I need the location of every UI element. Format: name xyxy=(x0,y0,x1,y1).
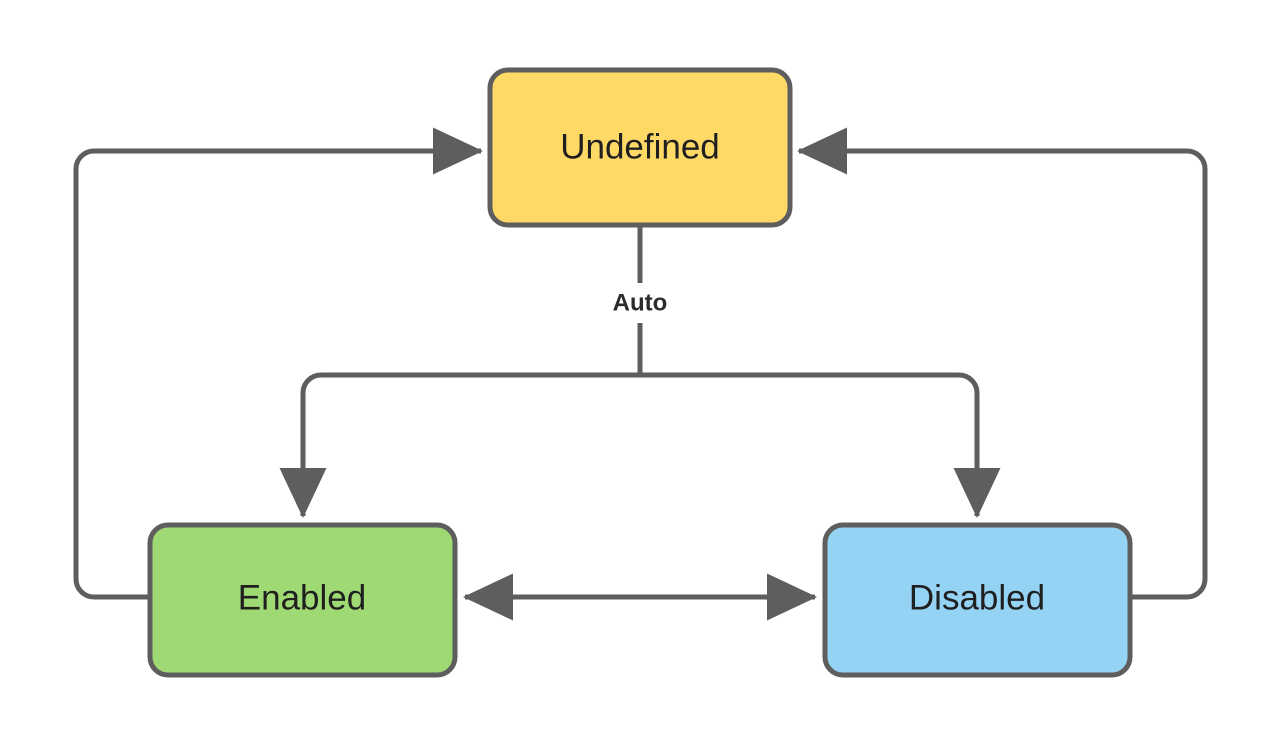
state-node-undefined[interactable]: Undefined xyxy=(487,67,793,228)
auto-fork-branch-disabled xyxy=(640,372,1001,518)
state-undefined-label: Undefined xyxy=(560,127,720,166)
state-disabled-box xyxy=(822,522,1133,678)
auto-fork-branch-enabled xyxy=(279,372,640,518)
state-node-disabled[interactable]: Disabled xyxy=(822,522,1133,678)
auto-label-text: Auto xyxy=(613,289,668,316)
state-disabled-label: Disabled xyxy=(909,578,1045,617)
state-enabled-box xyxy=(147,522,458,678)
transition-auto-fork[interactable] xyxy=(279,225,1001,518)
auto-label-backdrop xyxy=(598,283,682,323)
enabled-undefined-path xyxy=(73,127,483,600)
disabled-undefined-path xyxy=(797,127,1208,600)
transition-label-auto: Auto xyxy=(598,283,682,323)
states-layer: Undefined Enabled Disabled xyxy=(147,67,1133,678)
state-node-enabled[interactable]: Enabled xyxy=(147,522,458,678)
transition-disabled-undefined[interactable] xyxy=(797,127,1208,600)
transitions-layer xyxy=(73,127,1208,621)
state-enabled-label: Enabled xyxy=(238,578,366,617)
state-undefined-box xyxy=(487,67,793,228)
transition-enabled-undefined[interactable] xyxy=(73,127,483,600)
